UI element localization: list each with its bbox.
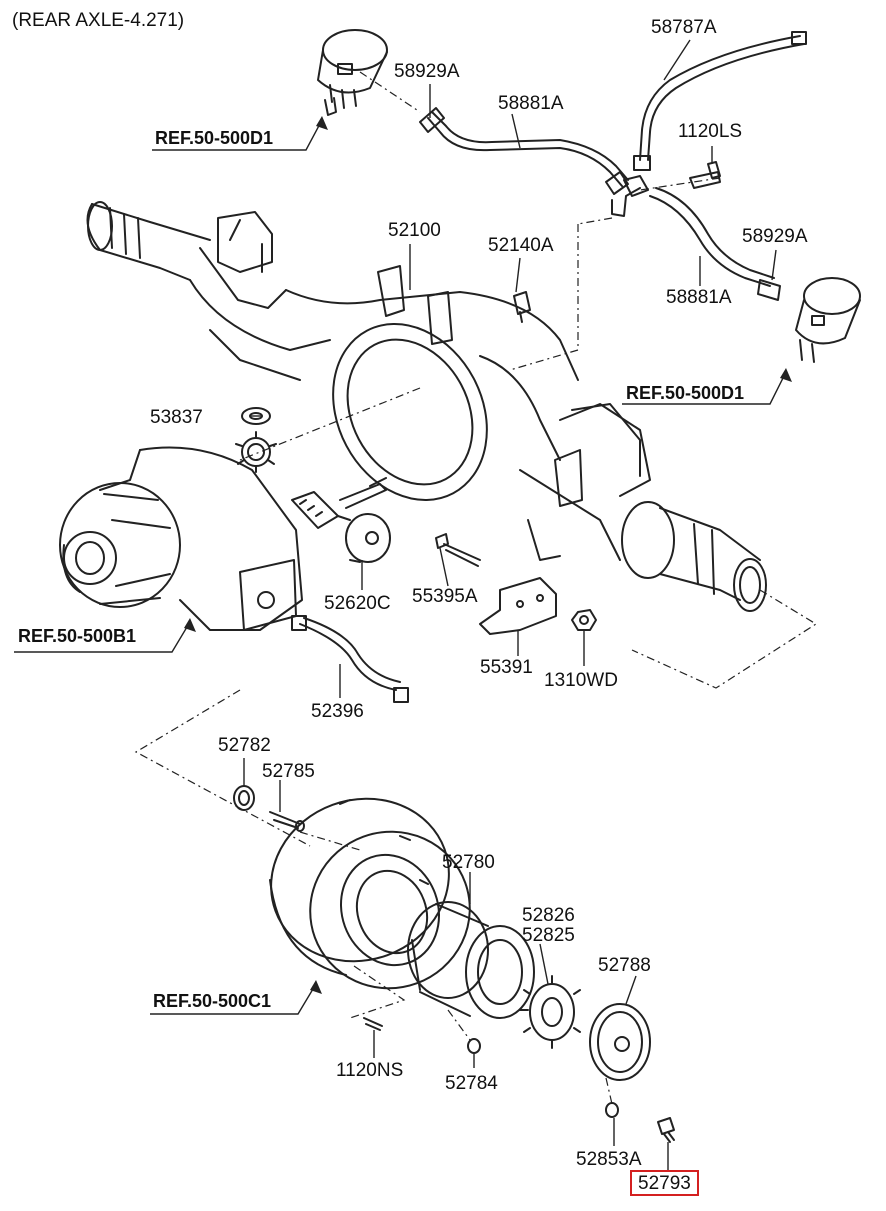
part-label-58881A-right[interactable]: 58881A xyxy=(666,287,732,308)
nut-1310WD xyxy=(571,609,597,631)
part-label-52782[interactable]: 52782 xyxy=(218,735,271,756)
washer-52784 xyxy=(467,1038,481,1054)
hose-58787A xyxy=(633,31,807,171)
diff-lock-actuator-52620C xyxy=(291,477,391,563)
part-label-52784[interactable]: 52784 xyxy=(445,1073,498,1094)
part-label-52826[interactable]: 52826 xyxy=(522,905,575,926)
hose-58881A-top xyxy=(419,107,629,195)
part-label-52825[interactable]: 52825 xyxy=(522,925,575,946)
small-screw-1120NS xyxy=(363,1017,383,1031)
part-label-52620C[interactable]: 52620C xyxy=(324,593,391,614)
part-label-52788[interactable]: 52788 xyxy=(598,955,651,976)
part-label-52396[interactable]: 52396 xyxy=(311,701,364,722)
ref-label-50-500C1[interactable]: REF.50-500C1 xyxy=(153,991,272,1011)
part-label-58929A[interactable]: 58929A xyxy=(394,61,460,82)
ref-label-50-500B1[interactable]: REF.50-500B1 xyxy=(18,626,137,646)
breather-52140A xyxy=(513,291,531,323)
washer-52853A xyxy=(605,1102,619,1118)
part-label-52100[interactable]: 52100 xyxy=(388,220,441,241)
ref-label-50-500D1-top[interactable]: REF.50-500D1 xyxy=(155,128,274,148)
part-label-58787A[interactable]: 58787A xyxy=(651,17,717,38)
brake-chamber-left xyxy=(317,29,388,116)
tee-fitting xyxy=(611,161,721,217)
part-label-55391[interactable]: 55391 xyxy=(480,657,533,678)
part-label-1120NS[interactable]: 1120NS xyxy=(336,1060,404,1081)
page-title: (REAR AXLE-4.271) xyxy=(12,10,185,31)
part-label-53837[interactable]: 53837 xyxy=(150,407,203,428)
brake-chamber-right xyxy=(795,277,861,363)
part-label-52793-highlighted[interactable]: 52793 xyxy=(630,1170,699,1196)
part-label-52785[interactable]: 52785 xyxy=(262,761,315,782)
bolt-55395A xyxy=(435,533,481,567)
bracket-55391 xyxy=(479,577,557,635)
dashed-assembly-lines xyxy=(134,71,818,1105)
part-label-1310WD[interactable]: 1310WD xyxy=(544,670,618,691)
part-label-55395A[interactable]: 55395A xyxy=(412,586,478,607)
sun-gear-52826 xyxy=(519,975,581,1049)
part-label-52780[interactable]: 52780 xyxy=(442,852,495,873)
stud-52785 xyxy=(269,811,305,832)
axle-housing xyxy=(86,201,767,612)
ref-label-50-500D1-right[interactable]: REF.50-500D1 xyxy=(626,383,745,403)
differential-carrier xyxy=(59,446,303,631)
pinion-gear xyxy=(235,431,277,473)
part-label-52140A[interactable]: 52140A xyxy=(488,235,554,256)
brake-drum xyxy=(269,797,471,990)
leader-arrowheads xyxy=(184,116,792,994)
bolt-52793 xyxy=(657,1117,675,1143)
hub-52780 xyxy=(407,901,535,1019)
cover-52788 xyxy=(589,1003,651,1081)
leader-lines xyxy=(14,39,787,1170)
part-label-58929A-right[interactable]: 58929A xyxy=(742,226,808,247)
part-label-52853A[interactable]: 52853A xyxy=(576,1149,642,1170)
part-label-58881A[interactable]: 58881A xyxy=(498,93,564,114)
pipe-52396 xyxy=(291,615,409,703)
part-label-1120LS[interactable]: 1120LS xyxy=(678,121,743,142)
hose-58881A-right xyxy=(649,187,781,301)
